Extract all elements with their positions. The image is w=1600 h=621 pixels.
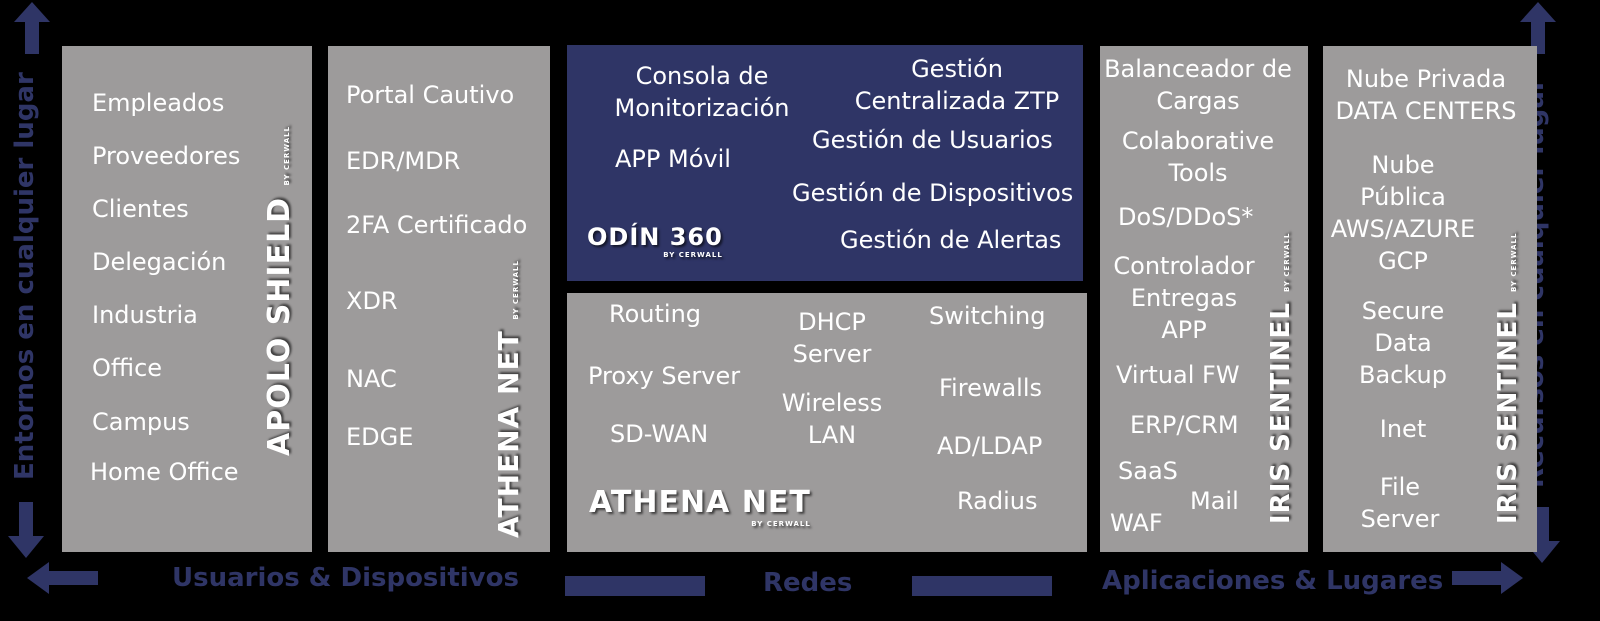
item-backup: Backup bbox=[1359, 361, 1447, 389]
item-clientes: Clientes bbox=[92, 195, 189, 223]
item-aws-azure: AWS/AZURE bbox=[1330, 215, 1476, 243]
item-2fa: 2FA Certificado bbox=[346, 211, 528, 239]
item-nube: Nube bbox=[1371, 151, 1435, 179]
brand-athena-side-main: ATHENA bbox=[492, 405, 525, 538]
item-nube-privada: Nube Privada bbox=[1345, 65, 1507, 93]
item-dos-ddos: DoS/DDoS* bbox=[1118, 203, 1254, 231]
item-file: File bbox=[1379, 473, 1421, 501]
item-edr-mdr: EDR/MDR bbox=[346, 147, 461, 175]
item-inet: Inet bbox=[1379, 415, 1427, 443]
item-consola: Consola de bbox=[635, 62, 769, 90]
brand-iris-resources-text: IRIS SENTINEL bbox=[1493, 302, 1523, 524]
item-office: Office bbox=[92, 354, 163, 382]
item-cargas: Cargas bbox=[1156, 87, 1240, 115]
arrow-up-right-icon bbox=[1520, 2, 1556, 54]
brand-iris-apps-sub: BY CERWALL bbox=[1283, 232, 1291, 293]
arrow-left-bottom-icon bbox=[27, 562, 98, 594]
item-monitorizacion: Monitorización bbox=[614, 94, 790, 122]
item-centralizada-ztp: Centralizada ZTP bbox=[854, 87, 1060, 115]
brand-athena-side-sub: BY CERWALL bbox=[512, 260, 520, 320]
item-gestion: Gestión bbox=[911, 55, 1003, 83]
item-gestion-alertas: Gestión de Alertas bbox=[840, 226, 1062, 254]
item-empleados: Empleados bbox=[92, 89, 225, 117]
item-publica: Pública bbox=[1360, 183, 1446, 211]
brand-athena-center-sub: BY CERWALL bbox=[751, 520, 811, 528]
panel-iris-sentinel-apps: Balanceador de Cargas Colaborative Tools… bbox=[1100, 46, 1308, 552]
brand-athena-net-center: ATHENA NET BY CERWALL bbox=[589, 485, 811, 528]
item-saas: SaaS bbox=[1118, 457, 1178, 485]
item-balanceador: Balanceador de bbox=[1104, 55, 1292, 83]
brand-odin-sub: BY CERWALL bbox=[663, 251, 723, 259]
item-sd-wan: SD-WAN bbox=[610, 420, 709, 448]
divider-bar-right bbox=[912, 576, 1052, 596]
panel-iris-sentinel-resources: Nube Privada DATA CENTERS Nube Pública A… bbox=[1323, 46, 1537, 552]
divider-bar-left bbox=[565, 576, 705, 596]
brand-iris-resources-sub: BY CERWALL bbox=[1510, 232, 1518, 293]
item-file-server: Server bbox=[1360, 505, 1440, 533]
label-apps-places: Aplicaciones & Lugares bbox=[1102, 566, 1444, 596]
item-proveedores: Proveedores bbox=[92, 142, 241, 170]
item-xdr: XDR bbox=[346, 287, 398, 315]
item-gestion-usuarios: Gestión de Usuarios bbox=[812, 126, 1053, 154]
item-colaborative: Colaborative bbox=[1121, 127, 1275, 155]
item-gcp: GCP bbox=[1378, 247, 1428, 275]
item-firewalls: Firewalls bbox=[939, 374, 1043, 402]
item-tools: Tools bbox=[1168, 159, 1228, 187]
item-gestion-dispositivos: Gestión de Dispositivos bbox=[792, 179, 1074, 207]
arrow-down-left-icon bbox=[8, 502, 44, 558]
item-routing: Routing bbox=[609, 300, 702, 328]
item-virtual-fw: Virtual FW bbox=[1116, 361, 1240, 389]
panel-athena-net-side: Portal Cautivo EDR/MDR 2FA Certificado X… bbox=[328, 46, 550, 552]
item-proxy-server: Proxy Server bbox=[588, 362, 741, 390]
item-wireless: Wireless bbox=[781, 389, 883, 417]
brand-apolo-shield: APOLO SHIELD BY CERWALL bbox=[262, 126, 297, 456]
item-data: Data bbox=[1374, 329, 1432, 357]
item-portal-cautivo: Portal Cautivo bbox=[346, 81, 515, 109]
brand-athena-center-net: NET bbox=[741, 485, 811, 520]
panel-athena-net-center: Routing Proxy Server SD-WAN DHCP Server … bbox=[567, 293, 1087, 552]
brand-apolo-shield-sub: BY CERWALL bbox=[283, 125, 291, 186]
item-entregas: Entregas bbox=[1130, 284, 1238, 312]
item-controlador: Controlador bbox=[1113, 252, 1255, 280]
panel-odin-360: Consola de Monitorización APP Móvil Gest… bbox=[567, 45, 1083, 281]
item-industria: Industria bbox=[92, 301, 198, 329]
item-ad-ldap: AD/LDAP bbox=[937, 432, 1043, 460]
item-secure: Secure bbox=[1361, 297, 1445, 325]
item-nac: NAC bbox=[346, 365, 397, 393]
item-home-office: Home Office bbox=[90, 458, 239, 486]
panel-apolo-shield: Empleados Proveedores Clientes Delegació… bbox=[62, 46, 312, 552]
item-edge: EDGE bbox=[346, 423, 414, 451]
brand-iris-sentinel-apps: IRIS SENTINEL BY CERWALL bbox=[1266, 233, 1296, 524]
brand-athena-side-net: NET bbox=[492, 330, 525, 395]
brand-apolo-shield-text: APOLO SHIELD bbox=[262, 196, 297, 456]
brand-odin-360: ODÍN 360 BY CERWALL bbox=[587, 223, 723, 259]
item-data-centers: DATA CENTERS bbox=[1335, 97, 1517, 125]
item-delegacion: Delegación bbox=[92, 248, 227, 276]
brand-athena-center-main: ATHENA bbox=[589, 485, 731, 520]
item-dhcp: DHCP bbox=[798, 308, 866, 336]
item-app-movil: APP Móvil bbox=[615, 145, 731, 173]
item-dhcp-server: Server bbox=[792, 340, 872, 368]
item-campus: Campus bbox=[92, 408, 190, 436]
item-switching: Switching bbox=[929, 302, 1046, 330]
brand-iris-apps-text: IRIS SENTINEL bbox=[1266, 302, 1296, 524]
label-users-devices: Usuarios & Dispositivos bbox=[172, 563, 519, 593]
brand-athena-net-side: ATHENA NET BY CERWALL bbox=[492, 260, 525, 538]
arrow-right-bottom-icon bbox=[1452, 562, 1523, 594]
item-app: APP bbox=[1161, 316, 1207, 344]
brand-odin-text: ODÍN 360 bbox=[587, 223, 723, 251]
item-waf: WAF bbox=[1110, 509, 1163, 537]
brand-iris-sentinel-resources: IRIS SENTINEL BY CERWALL bbox=[1493, 233, 1523, 524]
label-networks: Redes bbox=[763, 568, 853, 598]
item-radius: Radius bbox=[957, 487, 1038, 515]
item-erp-crm: ERP/CRM bbox=[1130, 411, 1239, 439]
left-side-label: Entornos en cualquier lugar bbox=[10, 72, 40, 480]
item-wireless-lan: LAN bbox=[807, 421, 857, 449]
arrow-up-left-icon bbox=[14, 2, 50, 54]
item-mail: Mail bbox=[1190, 487, 1239, 515]
